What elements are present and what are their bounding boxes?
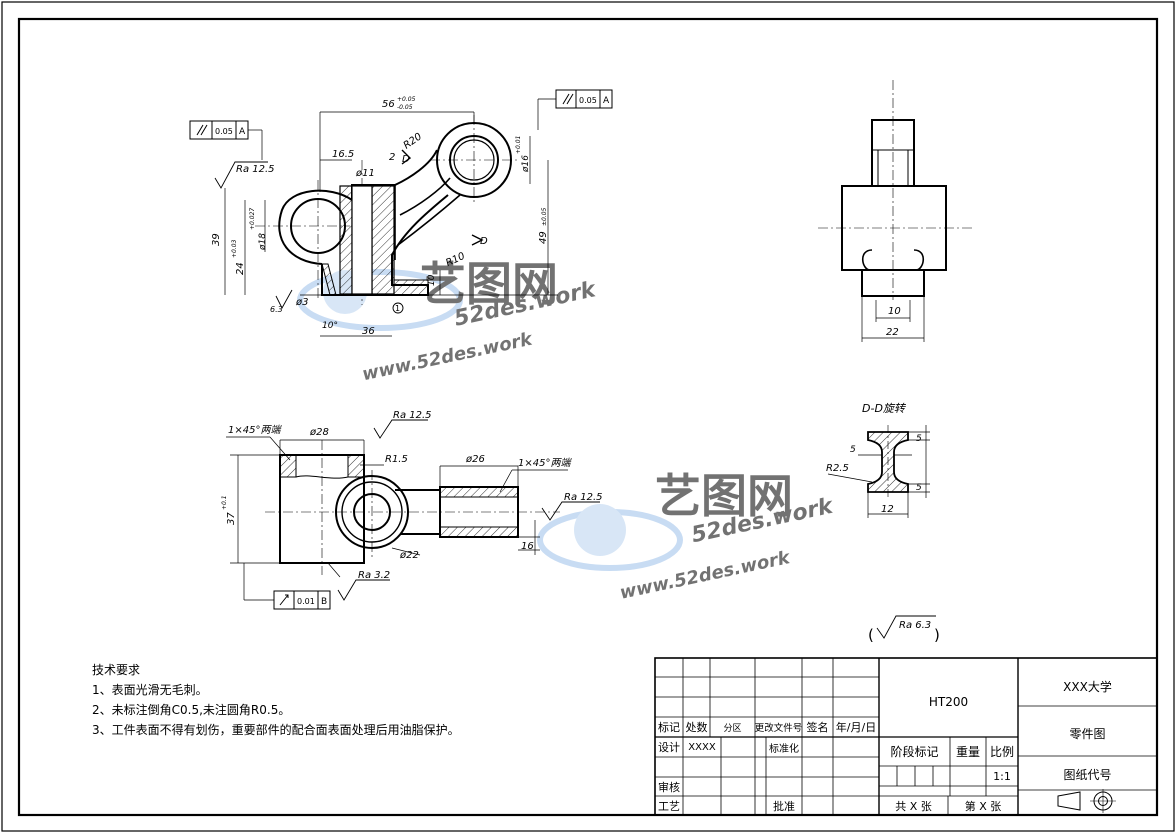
svg-text:39: 39 — [211, 233, 222, 246]
review-label: 审核 — [658, 780, 680, 794]
svg-text:56: 56 — [382, 99, 395, 110]
svg-text:0.01: 0.01 — [297, 597, 315, 606]
svg-text:Ra 6.3: Ra 6.3 — [899, 620, 931, 631]
weight-label: 重量 — [955, 744, 980, 759]
section-dd-labels: D-D旋转 5 5 5 R2.5 12 — [826, 402, 922, 515]
side-view-labels: 10 22 — [886, 306, 901, 338]
col-count: 处数 — [685, 721, 708, 734]
svg-text:ø3: ø3 — [295, 297, 308, 308]
svg-text:+0.01: +0.01 — [515, 136, 522, 154]
section-dd — [827, 425, 930, 518]
process-label: 工艺 — [658, 799, 680, 813]
drawing-name: 零件图 — [1069, 726, 1106, 741]
svg-text:B: B — [321, 597, 327, 607]
svg-text:www.52des.work: www.52des.work — [360, 329, 535, 386]
school-name: XXX大学 — [1063, 679, 1112, 694]
svg-text:R20: R20 — [402, 131, 424, 151]
svg-text:1: 1 — [395, 304, 400, 313]
designer-name: XXXX — [688, 741, 716, 753]
svg-text:+0.03: +0.03 — [231, 239, 238, 258]
svg-text:ø22: ø22 — [399, 550, 419, 561]
col-change-doc: 更改文件号 — [754, 723, 803, 734]
sheet-number: 第 X 张 — [964, 799, 1002, 813]
side-view — [818, 80, 975, 342]
svg-text:1×45°两端: 1×45°两端 — [228, 424, 282, 436]
tech-req-item-1: 1、表面光滑无毛刺。 — [92, 683, 208, 697]
svg-text:(: ( — [868, 626, 874, 644]
technical-requirements: 技术要求 1、表面光滑无毛刺。 2、未标注倒角C0.5,未注圆角R0.5。 3、… — [92, 660, 460, 740]
svg-text:2: 2 — [389, 152, 395, 163]
svg-text:A: A — [603, 96, 610, 106]
svg-text:D-D旋转: D-D旋转 — [862, 402, 907, 415]
svg-text:5: 5 — [916, 434, 922, 444]
col-date: 年/月/日 — [835, 721, 877, 734]
top-view — [226, 419, 600, 610]
svg-text:ø18: ø18 — [258, 233, 268, 251]
tech-req-title: 技术要求 — [92, 663, 141, 677]
svg-text:A: A — [239, 127, 246, 137]
svg-text:ø16: ø16 — [521, 155, 531, 173]
svg-text:49: 49 — [538, 231, 549, 244]
svg-text:10°: 10° — [322, 321, 338, 331]
drawing-code-label: 图纸代号 — [1063, 767, 1112, 782]
svg-text:10: 10 — [888, 306, 901, 317]
svg-text:10: 10 — [427, 274, 437, 286]
svg-text:16: 16 — [521, 541, 534, 552]
svg-text:Ra 3.2: Ra 3.2 — [358, 570, 390, 581]
svg-text:5: 5 — [916, 483, 922, 493]
svg-text:+0.1: +0.1 — [221, 495, 228, 510]
front-view — [189, 89, 613, 337]
svg-text:16.5: 16.5 — [332, 149, 354, 160]
svg-text:ø26: ø26 — [465, 454, 485, 465]
total-sheets: 共 X 张 — [895, 799, 932, 813]
top-view-labels: 1×45°两端 ø28 Ra 12.5 R1.5 ø26 1×45°两端 Ra … — [221, 410, 603, 607]
material-label: HT200 — [928, 695, 969, 709]
svg-text:0.05: 0.05 — [215, 127, 233, 136]
svg-text:0.05: 0.05 — [579, 96, 597, 105]
svg-text:37: 37 — [226, 512, 237, 525]
svg-text:R1.5: R1.5 — [385, 454, 408, 465]
svg-text:D: D — [402, 154, 410, 165]
svg-text:36: 36 — [362, 326, 375, 337]
design-label: 设计 — [658, 741, 680, 754]
svg-text:±0.05: ±0.05 — [541, 207, 548, 226]
svg-text:D: D — [480, 236, 488, 247]
svg-text:-0.05: -0.05 — [397, 104, 413, 111]
standardize-label: 标准化 — [769, 743, 799, 755]
col-zone: 分区 — [723, 723, 742, 734]
svg-text:ø28: ø28 — [309, 427, 329, 438]
scale-label: 比例 — [989, 744, 1014, 759]
svg-text:艺图网: 艺图网 — [655, 469, 793, 523]
svg-text:): ) — [934, 626, 940, 644]
svg-text:R2.5: R2.5 — [826, 463, 849, 474]
general-roughness-note: ( Ra 6.3 ) — [868, 615, 940, 644]
svg-text:Ra 12.5: Ra 12.5 — [564, 492, 603, 503]
svg-text:ø11: ø11 — [355, 168, 375, 179]
svg-text:1×45°两端: 1×45°两端 — [518, 457, 572, 469]
inner-border — [17, 17, 1159, 817]
svg-text:22: 22 — [886, 327, 899, 338]
svg-text:24: 24 — [235, 262, 246, 275]
svg-text:Ra 12.5: Ra 12.5 — [236, 164, 275, 175]
svg-text:5: 5 — [850, 445, 856, 455]
svg-text:艺图网: 艺图网 — [420, 257, 558, 311]
svg-text:6.3: 6.3 — [270, 305, 283, 314]
scale-value: 1:1 — [993, 769, 1011, 783]
svg-text:+0.05: +0.05 — [397, 96, 416, 103]
svg-text:12: 12 — [881, 504, 894, 515]
svg-text:Ra 12.5: Ra 12.5 — [393, 410, 432, 421]
tech-req-item-3: 3、工件表面不得有划伤，重要部件的配合面表面处理后用油脂保护。 — [92, 723, 460, 737]
svg-text:+0.027: +0.027 — [249, 208, 256, 230]
tech-req-item-2: 2、未标注倒角C0.5,未注圆角R0.5。 — [92, 703, 291, 717]
col-mark: 标记 — [658, 721, 680, 734]
approve-label: 批准 — [773, 799, 795, 813]
stage-mark-label: 阶段标记 — [890, 744, 939, 759]
title-block-grid — [654, 657, 1158, 816]
col-signature: 签名 — [806, 721, 829, 734]
svg-text:www.52des.work: www.52des.work — [618, 547, 793, 604]
watermark-logo-2: 艺图网 52des.work www.52des.work — [537, 469, 836, 604]
